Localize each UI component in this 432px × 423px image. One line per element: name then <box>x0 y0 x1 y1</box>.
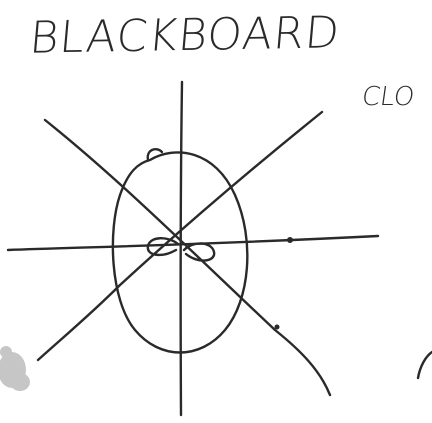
smudge <box>0 346 30 391</box>
sketch-subtitle: CLO <box>360 82 416 112</box>
edge-stroke <box>418 352 432 378</box>
sketch-title: BLACKBOARD <box>28 7 343 63</box>
diagonal-line-a <box>45 120 330 395</box>
vertical-line <box>181 82 182 415</box>
dot-right <box>287 237 293 243</box>
horizontal-line <box>8 236 378 250</box>
dot-lower <box>275 325 280 330</box>
